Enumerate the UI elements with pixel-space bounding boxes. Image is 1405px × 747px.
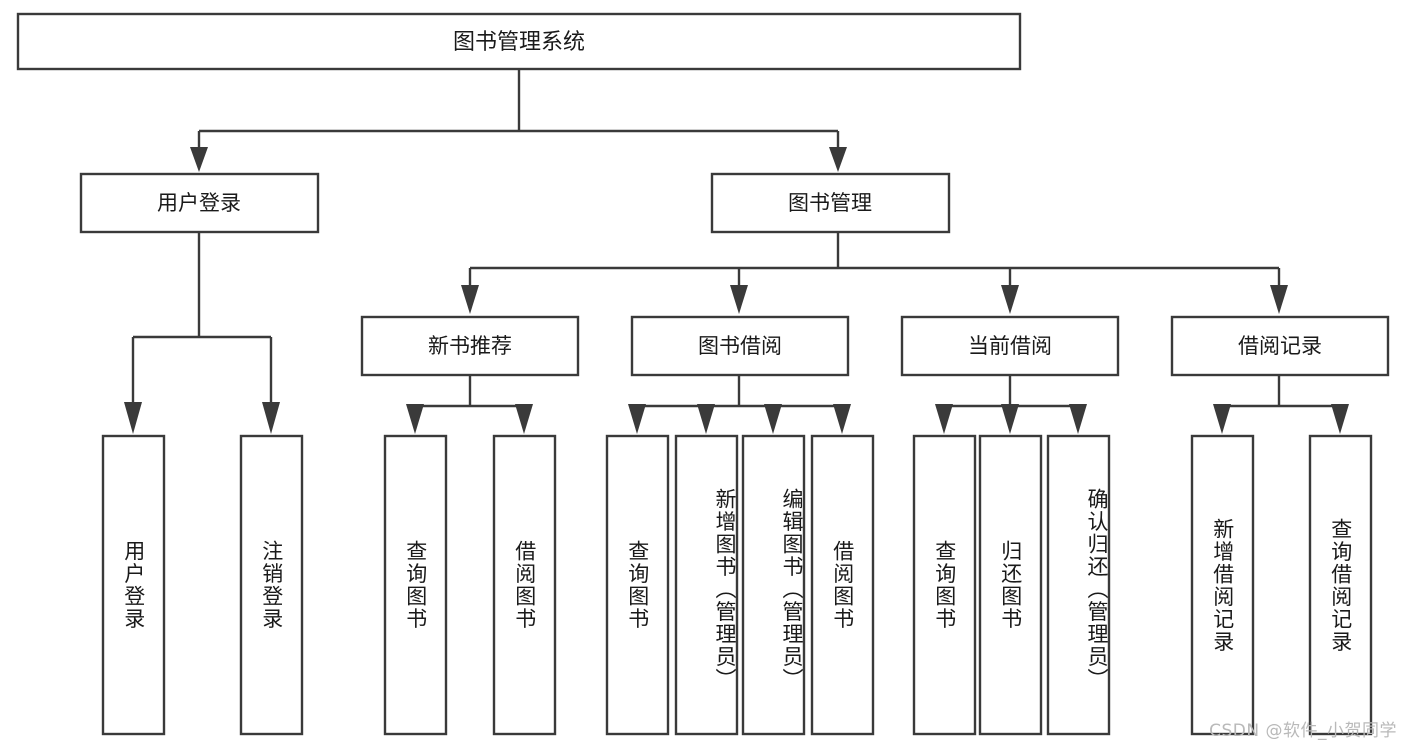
node-book-management-box[interactable] [710, 172, 951, 234]
node-user-login-box[interactable] [79, 172, 320, 234]
leaf-box-add-book-admin[interactable] [674, 434, 739, 736]
arrow-current-leaf-2 [1069, 404, 1087, 434]
arrow-root-to-bookmgmt [829, 147, 847, 172]
arrow-bookmgmt-record [1270, 285, 1288, 314]
arrow-borrow-leaf-3 [833, 404, 851, 434]
leaf-box-add-borrow-record[interactable] [1190, 434, 1255, 736]
arrow-userlogin-leaf-1 [262, 402, 280, 434]
arrow-userlogin-leaf-0 [124, 402, 142, 434]
node-borrow-record-box[interactable] [1170, 315, 1390, 377]
node-user-login-label: 用户登录 [157, 191, 241, 215]
arrow-current-leaf-1 [1001, 404, 1019, 434]
leaf-box-query-book-current[interactable] [912, 434, 977, 736]
arrow-bookmgmt-borrow [730, 285, 748, 314]
node-book-management-label: 图书管理 [788, 191, 872, 215]
node-root-label: 图书管理系统 [453, 30, 585, 55]
node-new-book-recommend-label: 新书推荐 [428, 334, 512, 358]
node-new-book-recommend-box[interactable] [360, 315, 580, 377]
arrow-record-leaf-0 [1213, 404, 1231, 434]
arrow-borrow-leaf-2 [764, 404, 782, 434]
node-current-borrow-label: 当前借阅 [968, 334, 1052, 358]
arrow-bookmgmt-newbook [461, 285, 479, 314]
leaf-box-user-login[interactable] [101, 434, 166, 736]
leaf-box-query-book-recommend[interactable] [383, 434, 448, 736]
leaf-box-query-borrow-record[interactable] [1308, 434, 1373, 736]
arrow-root-to-userlogin [190, 147, 208, 172]
node-layer: 图书管理系统 用户登录 图书管理 新书推荐 图书借阅 当前借阅 借阅记录 [16, 12, 1390, 736]
leaf-box-borrow-book[interactable] [810, 434, 875, 736]
node-root-box[interactable] [16, 12, 1022, 71]
leaf-box-query-book-borrow[interactable] [605, 434, 670, 736]
arrow-borrow-leaf-0 [628, 404, 646, 434]
node-book-borrow-box[interactable] [630, 315, 850, 377]
arrow-current-leaf-0 [935, 404, 953, 434]
arrow-bookmgmt-current [1001, 285, 1019, 314]
arrow-record-leaf-1 [1331, 404, 1349, 434]
csdn-watermark: CSDN @软件_小贺同学 [1209, 721, 1397, 741]
arrow-newbook-leaf-1 [515, 404, 533, 434]
node-borrow-record-label: 借阅记录 [1238, 334, 1322, 358]
leaf-box-logout[interactable] [239, 434, 304, 736]
node-current-borrow-box[interactable] [900, 315, 1120, 377]
arrow-newbook-leaf-0 [406, 404, 424, 434]
leaf-box-confirm-return-admin[interactable] [1046, 434, 1111, 736]
leaf-box-return-book[interactable] [978, 434, 1043, 736]
node-book-borrow-label: 图书借阅 [698, 334, 782, 358]
leaf-box-edit-book-admin[interactable] [741, 434, 806, 736]
arrow-borrow-leaf-1 [697, 404, 715, 434]
leaf-box-borrow-book-recommend[interactable] [492, 434, 557, 736]
connector-layer [124, 69, 1349, 434]
